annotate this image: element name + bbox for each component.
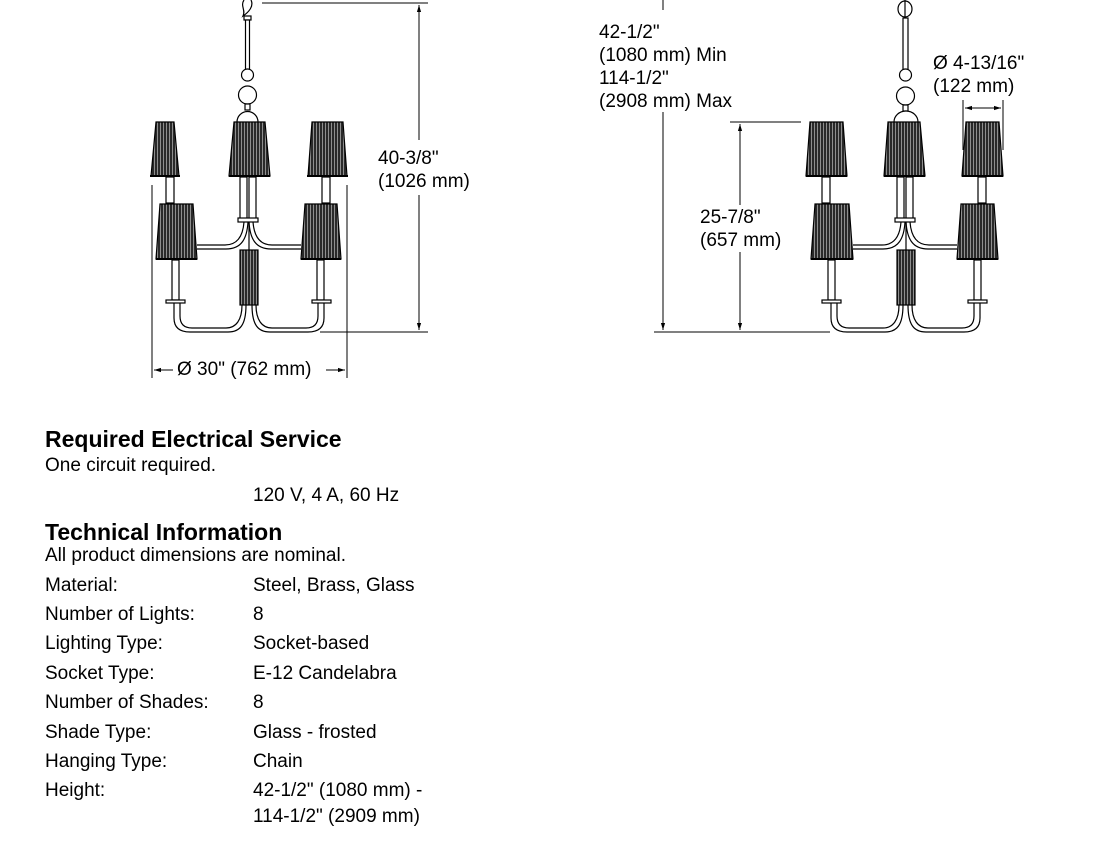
dimension-drawings	[150, 0, 1004, 378]
spec-label: Height:	[45, 780, 106, 801]
spec-value: 114-1/2" (2909 mm)	[253, 806, 420, 827]
shade-icon	[307, 121, 348, 177]
shade-icon	[956, 203, 999, 260]
body-height-inches: 25-7/8"	[700, 207, 761, 228]
shade-icon	[810, 203, 854, 260]
spec-label: Number of Lights:	[45, 604, 195, 625]
shade-icon	[228, 121, 271, 177]
spec-label: Socket Type:	[45, 663, 155, 684]
shade-icon	[961, 121, 1004, 177]
spec-label: Hanging Type:	[45, 751, 168, 772]
technical-note: All product dimensions are nominal.	[45, 545, 346, 566]
min-height-mm: (1080 mm) Min	[599, 45, 727, 66]
front-diameter-label: Ø 30" (762 mm)	[176, 358, 313, 381]
spec-label: Number of Shades:	[45, 692, 209, 713]
side-overall-height-dimension-line	[654, 0, 830, 333]
shade-icon	[300, 203, 342, 260]
max-height-mm: (2908 mm) Max	[599, 91, 733, 112]
shade-icon	[805, 121, 848, 177]
side-view-chandelier	[805, 0, 1004, 333]
body-height-mm: (657 mm)	[700, 230, 782, 251]
shade-diameter-dimension-line	[962, 100, 1004, 150]
front-view-chandelier	[150, 0, 348, 333]
spec-value: E-12 Candelabra	[253, 663, 397, 684]
spec-value: Glass - frosted	[253, 722, 377, 743]
shade-diameter-inches: Ø 4-13/16"	[933, 53, 1025, 74]
side-overall-height-label: 42-1/2" (1080 mm) Min 114-1/2" (2908 mm)…	[599, 21, 732, 113]
min-height-inches: 42-1/2"	[599, 22, 660, 43]
electrical-section-title: Required Electrical Service	[45, 426, 342, 452]
shade-icon	[155, 203, 198, 260]
front-diameter-dimension-line	[151, 185, 348, 378]
shade-icon	[883, 121, 926, 177]
spec-value: Chain	[253, 751, 303, 772]
technical-section-title: Technical Information	[45, 519, 283, 545]
chain-icon	[897, 0, 913, 18]
spec-value: Socket-based	[253, 633, 370, 654]
spec-value: 8	[253, 604, 264, 625]
spec-label: Shade Type:	[45, 722, 152, 743]
spec-label: Material:	[45, 575, 118, 596]
spec-value: Steel, Brass, Glass	[253, 575, 415, 596]
side-body-height-dimension-line	[730, 121, 801, 330]
side-body-height-label: 25-7/8" (657 mm)	[700, 206, 781, 252]
shade-icon	[150, 121, 180, 177]
chain-icon	[241, 0, 253, 21]
front-height-label: 40-3/8" (1026 mm)	[378, 147, 470, 193]
front-height-dimension-line	[262, 2, 428, 333]
max-height-inches: 114-1/2"	[599, 68, 669, 89]
spec-label: Lighting Type:	[45, 633, 163, 654]
electrical-note: One circuit required.	[45, 455, 217, 476]
spec-value: 8	[253, 692, 264, 713]
height-inches: 40-3/8"	[378, 148, 439, 169]
height-mm: (1026 mm)	[378, 171, 470, 192]
spec-value: 42-1/2" (1080 mm) -	[253, 780, 423, 801]
electrical-rating: 120 V, 4 A, 60 Hz	[253, 485, 400, 506]
shade-diameter-mm: (122 mm)	[933, 76, 1015, 97]
shade-diameter-label: Ø 4-13/16" (122 mm)	[933, 52, 1024, 98]
